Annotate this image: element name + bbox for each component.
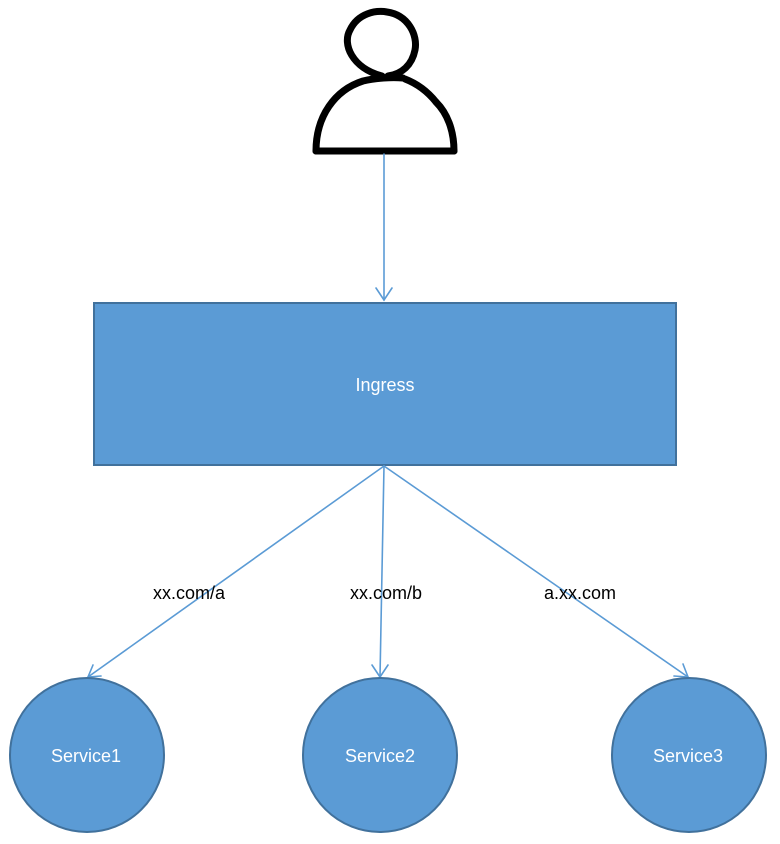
service3-node: Service3 [611,677,767,833]
service3-label: Service3 [653,746,723,766]
edge-user-to-ingress [375,153,393,302]
route-label-a: xx.com/a [153,583,226,603]
route-label-c: a.xx.com [544,583,616,603]
service1-circle [9,677,165,833]
ingress-label: Ingress [355,375,414,395]
ingress-node: Ingress [93,302,677,466]
route-label-b: xx.com/b [350,583,422,603]
ingress-box [93,302,677,466]
service2-node: Service2 [302,677,458,833]
edge-ingress-to-service2 [371,465,389,679]
service1-label: Service1 [51,746,121,766]
service1-node: Service1 [9,677,165,833]
service2-circle [302,677,458,833]
service2-label: Service2 [345,746,415,766]
edge-ingress-to-service1 [86,465,385,678]
edge-ingress-to-service3 [383,465,690,678]
user-icon [312,8,458,155]
service3-circle [611,677,767,833]
